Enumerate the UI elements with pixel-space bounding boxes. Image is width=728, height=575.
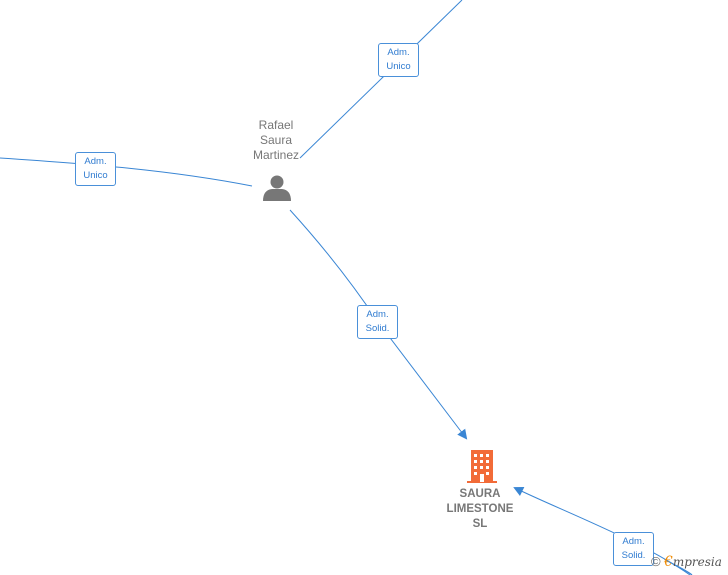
- brand-e-logo: €: [663, 554, 673, 570]
- person-icon[interactable]: [263, 175, 291, 202]
- copyright-symbol: ©: [651, 554, 661, 569]
- edge-left-to-person: [0, 157, 253, 187]
- edge-label-line: Solid.: [621, 550, 646, 561]
- edge-label-line: Solid.: [365, 323, 390, 334]
- brand-watermark: © €mpresia: [651, 554, 722, 570]
- company-name-line: SL: [472, 518, 488, 530]
- edge-label-line: Adm.: [622, 536, 645, 547]
- company-name-line: LIMESTONE: [446, 503, 514, 515]
- edge-label-line: Adm.: [387, 47, 410, 58]
- company-name-line: SAURA: [459, 488, 501, 500]
- person-name-line: Saura: [259, 133, 293, 147]
- company-name-label[interactable]: SAURA LIMESTONE SL: [432, 487, 528, 532]
- edge-label-adm-unico-top[interactable]: Adm. Unico: [378, 43, 419, 77]
- person-name-line: Rafael: [258, 118, 294, 132]
- edge-label-adm-solid-bottom[interactable]: Adm. Solid.: [613, 532, 654, 566]
- edge-label-line: Unico: [83, 170, 108, 181]
- edge-label-line: Adm.: [366, 309, 389, 320]
- person-name-label[interactable]: Rafael Saura Martinez: [238, 118, 314, 163]
- edge-label-line: Adm.: [84, 156, 107, 167]
- edge-label-adm-solid-middle[interactable]: Adm. Solid.: [357, 305, 398, 339]
- person-name-line: Martinez: [252, 148, 299, 162]
- edge-top-to-person: [299, 0, 463, 159]
- brand-swirl: [665, 559, 693, 575]
- edge-label-line: Unico: [386, 61, 411, 72]
- building-icon[interactable]: [467, 450, 497, 483]
- edge-label-adm-unico-left[interactable]: Adm. Unico: [75, 152, 116, 186]
- brand-name: mpresia: [672, 555, 722, 569]
